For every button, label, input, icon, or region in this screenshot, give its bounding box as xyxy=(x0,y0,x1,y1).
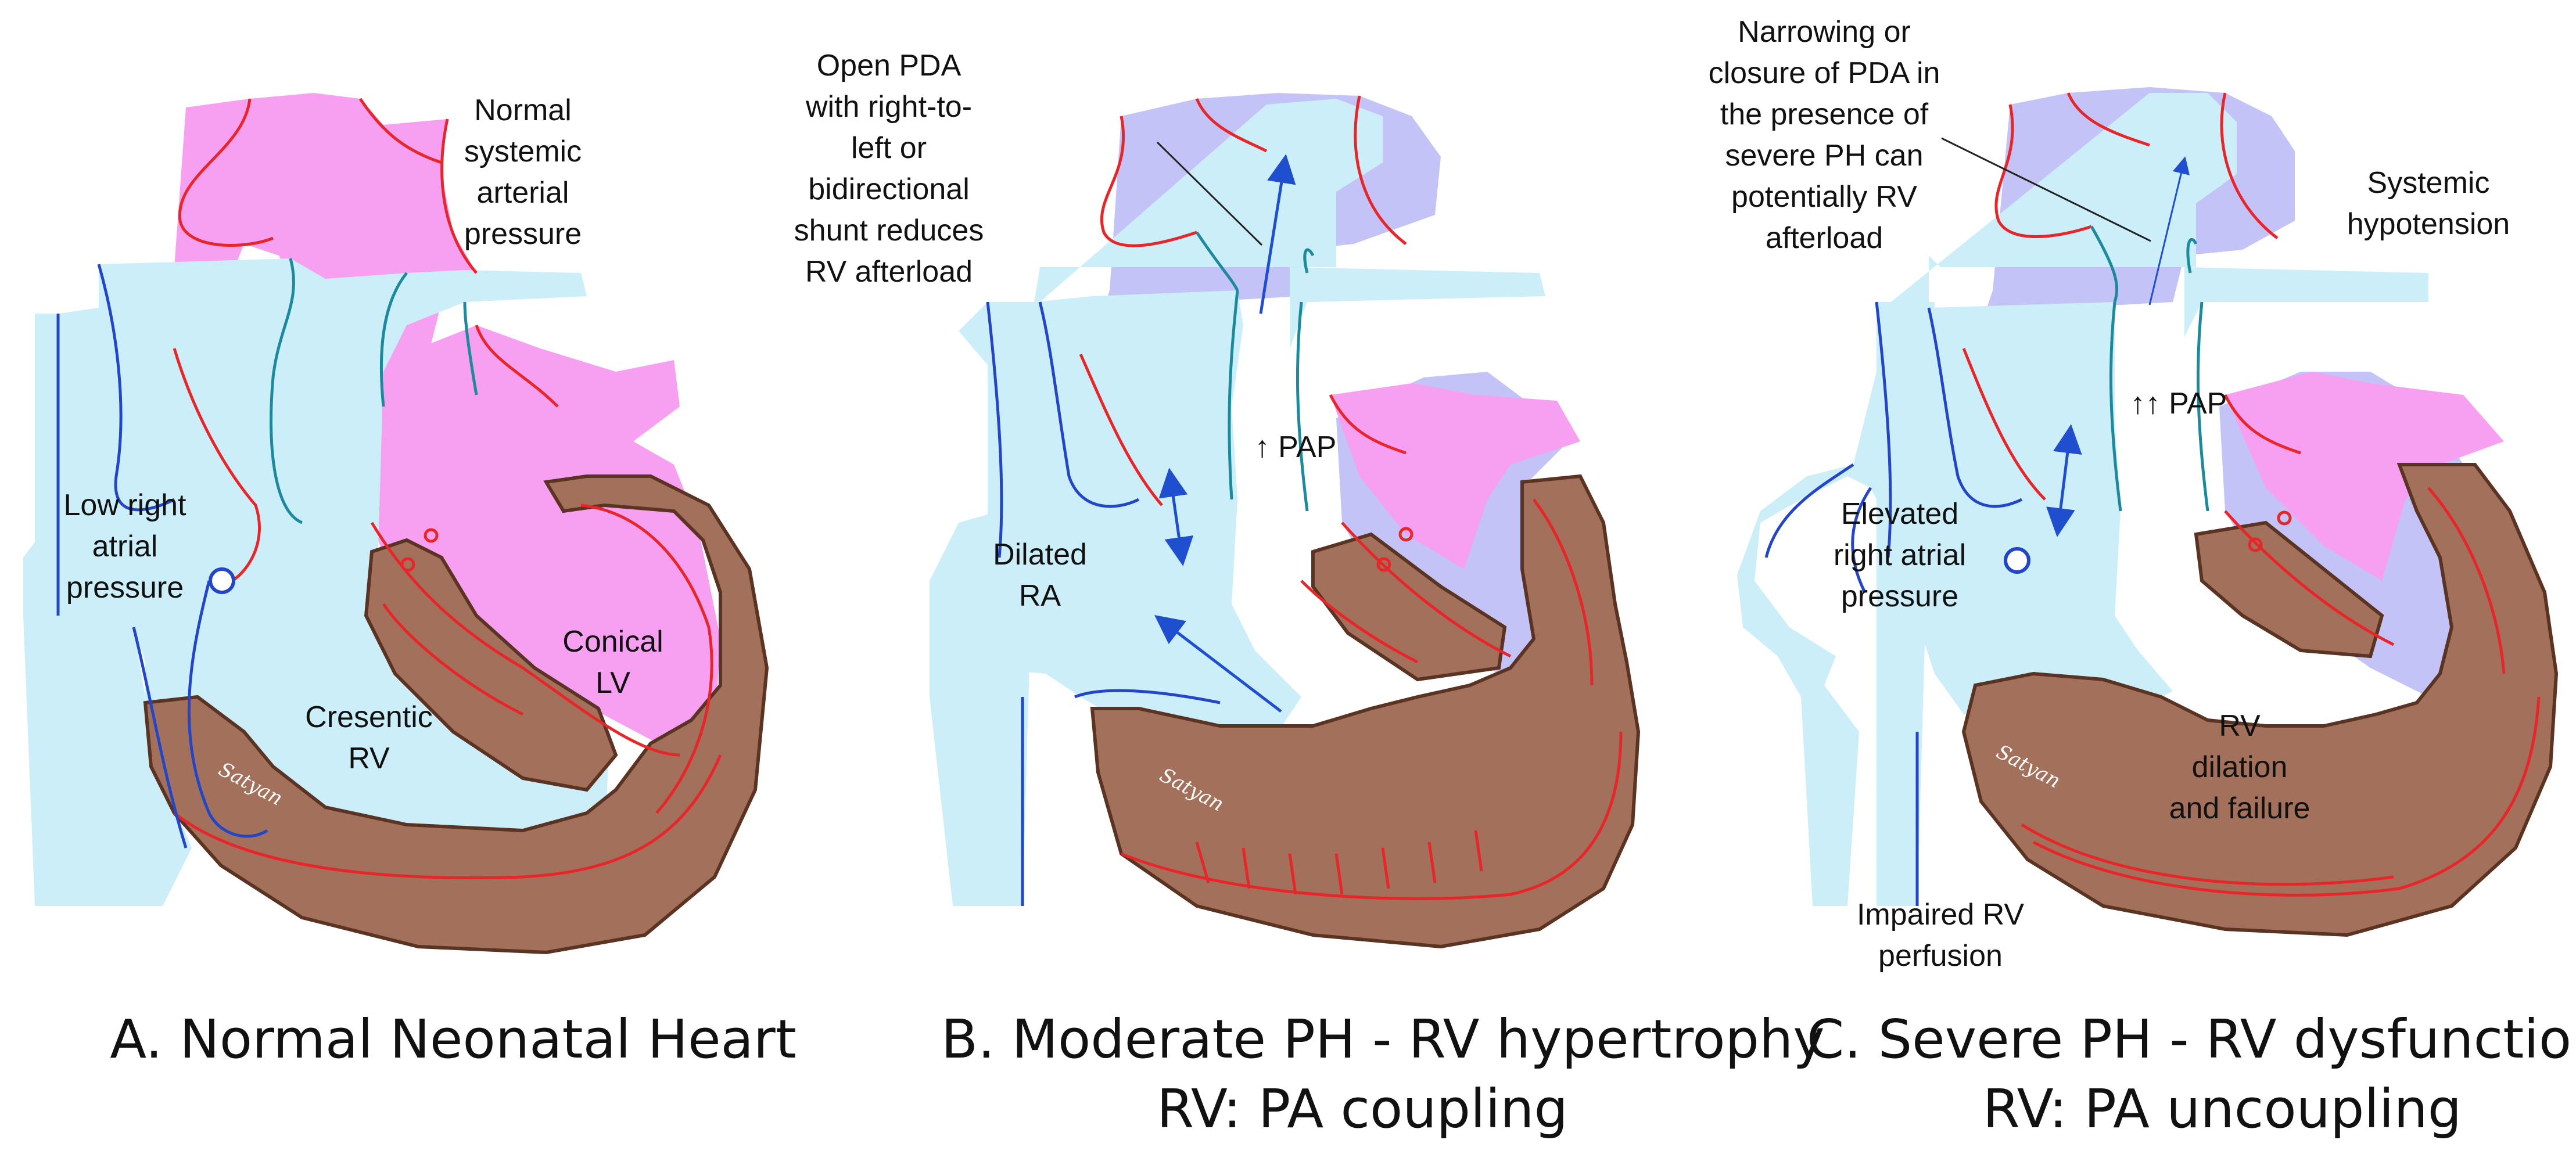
panel-c-caption: C. Severe PH - RV dysfunction RV: PA unc… xyxy=(1807,1005,2576,1144)
panel-a-caption-line-1: A. Normal Neonatal Heart xyxy=(110,1008,797,1070)
panel-b-pda-label: Open PDA with right-to-left or bidirecti… xyxy=(794,49,984,289)
panel-b-caption: B. Moderate PH - RV hypertrophy RV: PA c… xyxy=(941,1005,1825,1144)
panel-b-pap-label: ↑ PAP xyxy=(1254,430,1337,464)
panel-c-caption-line-1: C. Severe PH - RV dysfunction xyxy=(1807,1008,2576,1070)
panel-c-pap-label: ↑↑ PAP xyxy=(2130,387,2227,420)
panel-a-systemic-pressure-label: Normal systemic arterial pressure xyxy=(464,94,582,251)
panel-c-right-atrial-label: Elevated right atrial pressure xyxy=(1833,497,1967,613)
panel-a-normal-heart xyxy=(23,93,769,955)
panel-a-myocardium xyxy=(143,474,769,955)
panel-b-caption-line-2: RV: PA coupling xyxy=(1157,1078,1568,1140)
panel-b-ra-label: Dilated RA xyxy=(993,538,1087,613)
panel-c-caption-line-2: RV: PA uncoupling xyxy=(1982,1078,2462,1140)
panel-a-right-atrial-label: Low right atrial pressure xyxy=(63,488,186,605)
panel-c-pda-label: Narrowing or closure of PDA in the prese… xyxy=(1708,15,1940,255)
panel-c-perfusion-label: Impaired RV perfusion xyxy=(1856,898,2025,973)
panel-c-pda-pointer xyxy=(1941,137,2151,242)
panel-a-lv-label: Conical LV xyxy=(562,625,663,700)
panel-a-rv-label: Cresentic RV xyxy=(305,700,433,775)
panel-c-severe-ph xyxy=(1737,87,2559,937)
panel-b-moderate-ph xyxy=(930,93,1641,949)
panel-b-caption-line-1: B. Moderate PH - RV hypertrophy xyxy=(941,1008,1825,1070)
panel-a-caption: A. Normal Neonatal Heart xyxy=(105,1005,802,1074)
panel-c-rv-label: RV dilation and failure xyxy=(2169,709,2310,825)
panel-b-pda-pointer xyxy=(1156,141,1263,246)
panel-c-hypotension-label: Systemic hypotension xyxy=(2347,166,2510,241)
